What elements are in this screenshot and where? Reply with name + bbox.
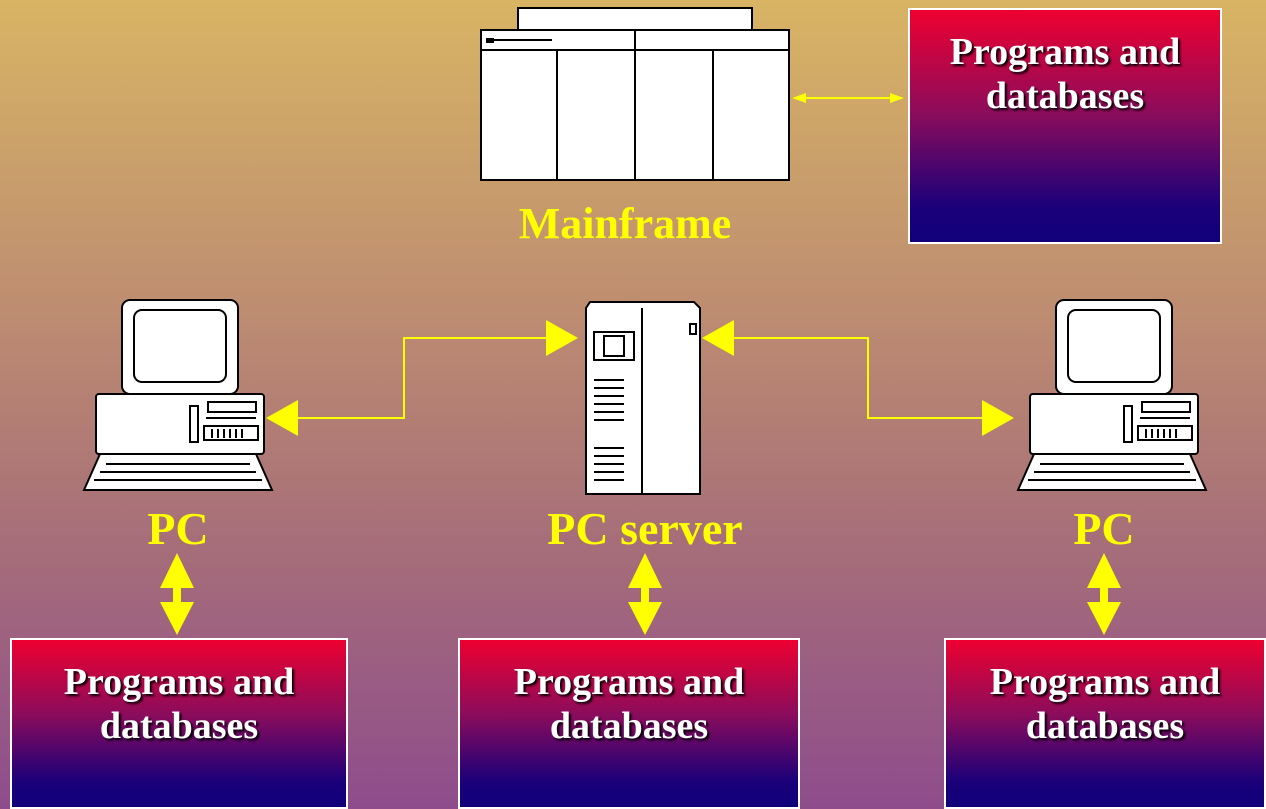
storage-box-pc-right: Programs and databases: [944, 638, 1266, 809]
storage-line1: Programs and: [989, 661, 1221, 703]
mainframe-storage-link: [792, 93, 904, 103]
desktop-pc-right-icon: [1016, 299, 1208, 491]
storage-box-mainframe: Programs and databases: [908, 8, 1222, 244]
pc-left-label: PC: [147, 503, 209, 554]
storage-box-server: Programs and databases: [458, 638, 800, 809]
pc-left-storage-link: [160, 553, 194, 635]
storage-line2: databases: [99, 705, 259, 747]
pc-right-storage-link: [1087, 553, 1121, 635]
storage-line1: Programs and: [949, 31, 1181, 73]
pc-server-icon: [585, 301, 701, 495]
mainframe-icon: [480, 7, 790, 181]
pc-right-label: PC: [1073, 503, 1135, 554]
mainframe-label: Mainframe: [518, 199, 732, 248]
server-storage-link: [628, 553, 662, 635]
storage-line2: databases: [1025, 705, 1185, 747]
storage-line1: Programs and: [513, 661, 745, 703]
pc-server-label: PC server: [547, 503, 743, 554]
storage-line2: databases: [549, 705, 709, 747]
storage-box-pc-left: Programs and databases: [10, 638, 348, 809]
desktop-pc-left-icon: [82, 299, 274, 491]
storage-line2: databases: [985, 75, 1145, 117]
storage-line1: Programs and: [63, 661, 295, 703]
server-pc-right-link: [702, 320, 1014, 436]
pc-left-server-link: [266, 320, 578, 436]
